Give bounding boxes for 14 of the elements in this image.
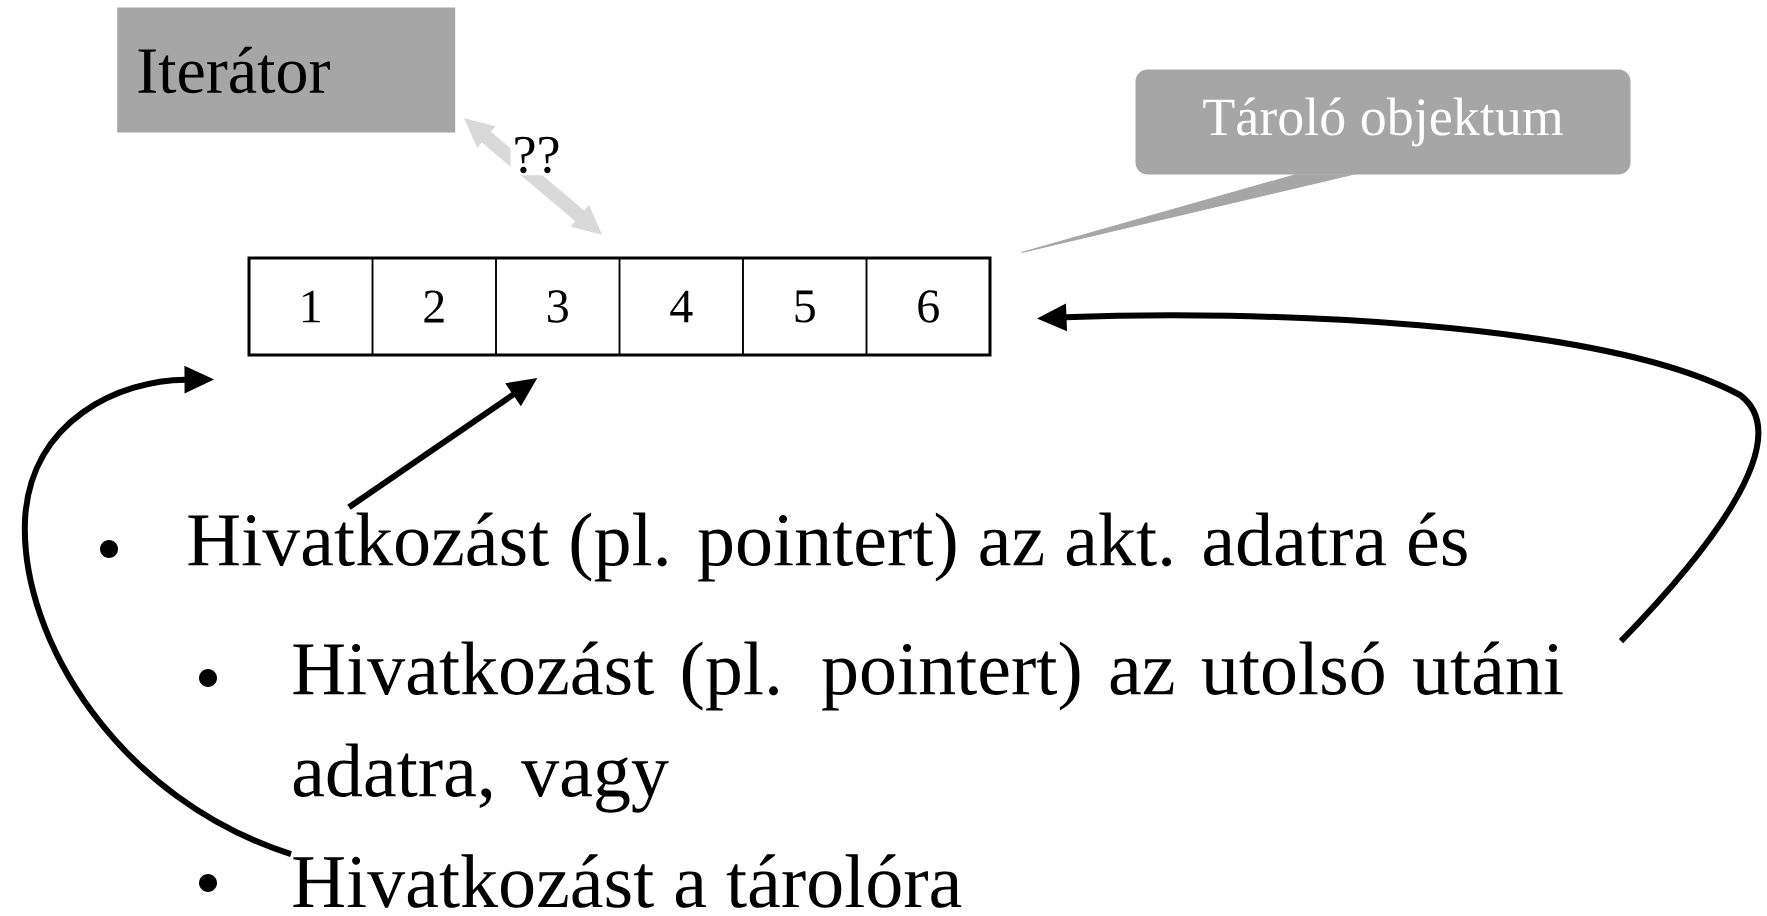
callout-tail [1021,174,1352,253]
bullet-text: Hivatkozást a tárolóra [293,854,962,908]
array-cell: 2 [371,257,497,356]
array-cell: 3 [495,257,621,356]
bullet-text: Hivatkozást (pl. pointert) az utolsó utáni adatra, vagy [293,641,1563,813]
bullet-text: Hivatkozást (pl. pointert) az akt. adatra és [188,512,1467,582]
title-box: Iterátor [117,7,456,133]
array-cell: 1 [248,257,374,356]
arrow [22,365,293,857]
array-cell: 4 [618,257,744,356]
array-cell: 6 [865,257,991,356]
edge-label: ?? [510,134,563,176]
array-cell: 5 [742,257,868,356]
array-box [247,256,992,357]
